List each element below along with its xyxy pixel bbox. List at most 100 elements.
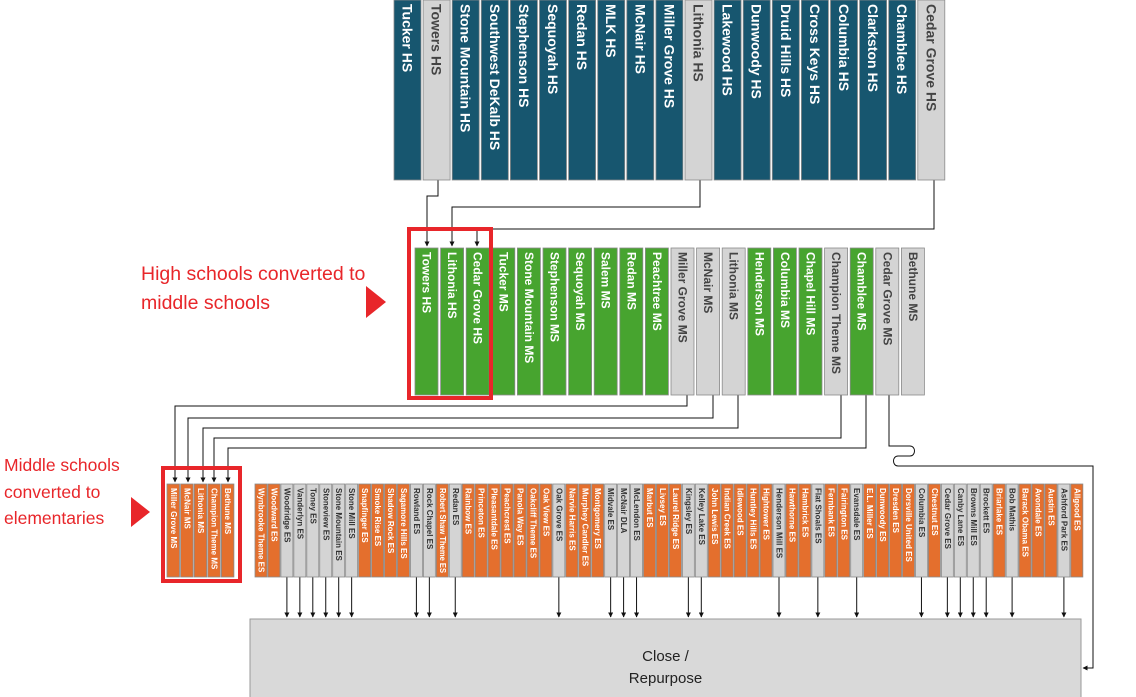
es-panola-way-es-box <box>513 483 527 578</box>
es-flat-shoals-es-label: Flat Shoals ES <box>813 488 822 544</box>
es-midvale-es-box <box>604 483 618 578</box>
ms-henderson-ms-box <box>747 247 772 396</box>
es-avondale-es-label: Avondale ES <box>1034 488 1043 537</box>
es-dunwoody-es-label: Dunwoody ES <box>878 488 887 542</box>
connector-cedar-grove-hs <box>474 180 935 247</box>
ms-tucker-ms-label: Tucker MS <box>496 252 510 312</box>
es-kelley-lake-es-label: Kelley Lake ES <box>697 488 706 546</box>
es-oak-grove-es-label: Oak Grove ES <box>554 488 563 542</box>
es-idlewood-es-box <box>733 483 747 578</box>
es-austin-es-box <box>1044 483 1058 578</box>
ms-miller-grove-ms-label: Miller Grove MS <box>676 252 690 343</box>
connector-lithonia-ms <box>200 395 739 483</box>
es-austin-es-label: Austin ES <box>1046 488 1055 526</box>
es-kingsley-es-label: Kingsley ES <box>684 488 693 535</box>
ms-peachtree-ms-label: Peachtree MS <box>650 252 664 331</box>
hs-stone-mountain-hs-box <box>451 0 480 181</box>
hs-tucker-hs-box <box>393 0 422 181</box>
ms-lithonia-ms-label: Lithonia MS <box>727 252 741 320</box>
es-kelley-lake-es-box <box>694 483 708 578</box>
es-laurel-ridge-es-box <box>669 483 682 578</box>
hs-miller-grove-hs-label: Miller Grove HS <box>661 4 677 108</box>
conv-lithonia-ms-box <box>193 483 208 578</box>
ms-salem-ms-label: Salem MS <box>599 252 613 309</box>
hs-sequoyah-hs-label: Sequoyah HS <box>545 4 561 94</box>
es-panola-way-es-label: Panola Way ES <box>516 488 525 546</box>
ms-champion-theme-ms-box <box>824 247 848 396</box>
es-henderson-mill-es-box <box>772 483 786 578</box>
es-livsey-es-label: Livsey ES <box>658 488 667 526</box>
es-peachcrest-es-label: Peachcrest ES <box>503 488 512 544</box>
es-fairington-es-box <box>837 483 851 578</box>
es-livsey-es-box <box>656 483 669 578</box>
es-avondale-es-box <box>1031 483 1045 578</box>
hs-lithonia-hs-label: Lithonia HS <box>691 4 707 82</box>
es-vanderlyn-es-box <box>293 483 307 578</box>
close-repurpose-box <box>249 618 1082 697</box>
connector-lines <box>172 180 1094 671</box>
ms-henderson-ms-label: Henderson MS <box>752 252 766 336</box>
hs-cedar-grove-hs-box <box>917 0 946 181</box>
hs-druid-hills-hs-box <box>771 0 800 181</box>
es-ashford-park-es-label: Ashford Park ES <box>1059 488 1068 552</box>
es-e-l-miller-es-label: E.L. Miller ES <box>865 488 874 539</box>
ms-columbia-ms-label: Columbia MS <box>778 252 792 328</box>
es-john-lewis-es-label: John Lewis ES <box>710 488 719 545</box>
es-canby-lane-es-label: Canby Lane ES <box>956 488 965 547</box>
es-e-l-miller-es-box <box>863 483 877 578</box>
es-fernbank-es-label: Fernbank ES <box>826 488 835 538</box>
conv-bethune-ms-box <box>220 483 235 578</box>
es-oak-view-es-label: Oak View ES <box>541 488 550 537</box>
conv-lithonia-ms-label: Lithonia MS <box>196 488 205 534</box>
es-rainbow-es-box <box>461 483 475 578</box>
es-dorsville-united-es-box <box>902 483 915 578</box>
es-brockett-es-label: Brockett ES <box>982 488 991 534</box>
ms-lithonia-hs-box <box>440 247 465 396</box>
ms-sequoyah-ms-box <box>568 247 592 396</box>
es-allgood-es-label: Allgood ES <box>1072 488 1081 531</box>
es-evansdale-es-box <box>850 483 864 578</box>
hs-cross-keys-hs-box <box>801 0 829 181</box>
es-midvale-es-label: Midvale ES <box>606 488 615 531</box>
es-barack-obama-es-label: Barack Obama ES <box>1021 488 1030 558</box>
es-marbut-es-label: Marbut ES <box>645 488 654 528</box>
conv-miller-grove-ms-box <box>166 483 180 578</box>
es-woodridge-es-label: Woodridge ES <box>282 488 291 543</box>
es-robert-shaw-theme-es-box <box>435 483 449 578</box>
es-fairington-es-label: Fairington ES <box>839 488 848 541</box>
connector-bethune-ms <box>225 395 867 483</box>
ms-salem-ms-box <box>593 247 618 396</box>
es-bob-mathis-box <box>1005 483 1019 578</box>
es-mcnair-dla-label: McNair DLA <box>619 488 628 534</box>
es-wynbrooke-theme-es-box <box>254 483 268 578</box>
es-mclendon-es-box <box>630 483 643 578</box>
es-rowland-es-label: Rowland ES <box>412 488 421 535</box>
es-shadow-rock-es-box <box>384 483 397 578</box>
es-hawthorne-es-box <box>785 483 799 578</box>
es-oak-view-es-box <box>539 483 553 578</box>
es-pleasantdale-es-box <box>487 483 501 578</box>
ms-chamblee-ms-label: Chamblee MS <box>855 252 869 331</box>
ms-mcnair-ms-label: McNair MS <box>701 252 715 313</box>
hs-clarkston-hs-box <box>859 0 887 181</box>
connector-champion-theme-ms <box>211 395 842 483</box>
hs-to-ms-highlight-box <box>407 227 493 400</box>
es-snapfinger-es-box <box>358 483 372 578</box>
es-browns-mill-es-label: Browns Mill ES <box>969 488 978 546</box>
ms-mcnair-ms-box <box>696 247 720 396</box>
hs-mlk-hs-box <box>597 0 626 181</box>
es-princeton-es-label: Princeton ES <box>477 488 486 538</box>
es-robert-shaw-theme-es-label: Robert Shaw Theme ES <box>438 488 447 574</box>
es-montgomery-es-box <box>591 483 605 578</box>
ms-champion-theme-ms-label: Champion Theme MS <box>829 252 843 374</box>
hs-lakewood-hs-box <box>713 0 742 181</box>
ms-towers-hs-box <box>414 247 439 396</box>
hs-mcnair-hs-label: McNair HS <box>632 4 648 74</box>
es-chestnut-es-box <box>928 483 941 578</box>
ms-chamblee-ms-box <box>849 247 874 396</box>
es-evansdale-es-label: Evansdale ES <box>852 488 861 541</box>
es-narvie-harris-es-label: Narvie Harris ES <box>567 488 576 551</box>
